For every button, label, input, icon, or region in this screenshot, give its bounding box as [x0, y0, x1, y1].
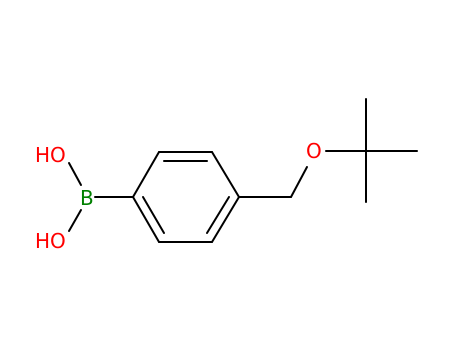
- bond-b-ho-top: [68, 162, 82, 186]
- hydroxyl-top-label: HO: [35, 143, 66, 167]
- bond-ring-4: [211, 196, 240, 243]
- bond-b-ho-bottom: [68, 209, 82, 232]
- bond-ring-6: [132, 196, 160, 243]
- boron-label: B: [80, 186, 94, 210]
- bond-ring-3: [211, 151, 240, 198]
- bond-ring-inner-right: [206, 196, 230, 234]
- ether-oxygen-label: O: [306, 139, 322, 163]
- hydroxyl-bottom-label: HO: [35, 229, 66, 253]
- bond-ch2-o: [290, 166, 308, 198]
- bond-ring-inner-left: [142, 196, 165, 234]
- bond-ring-1: [132, 151, 160, 198]
